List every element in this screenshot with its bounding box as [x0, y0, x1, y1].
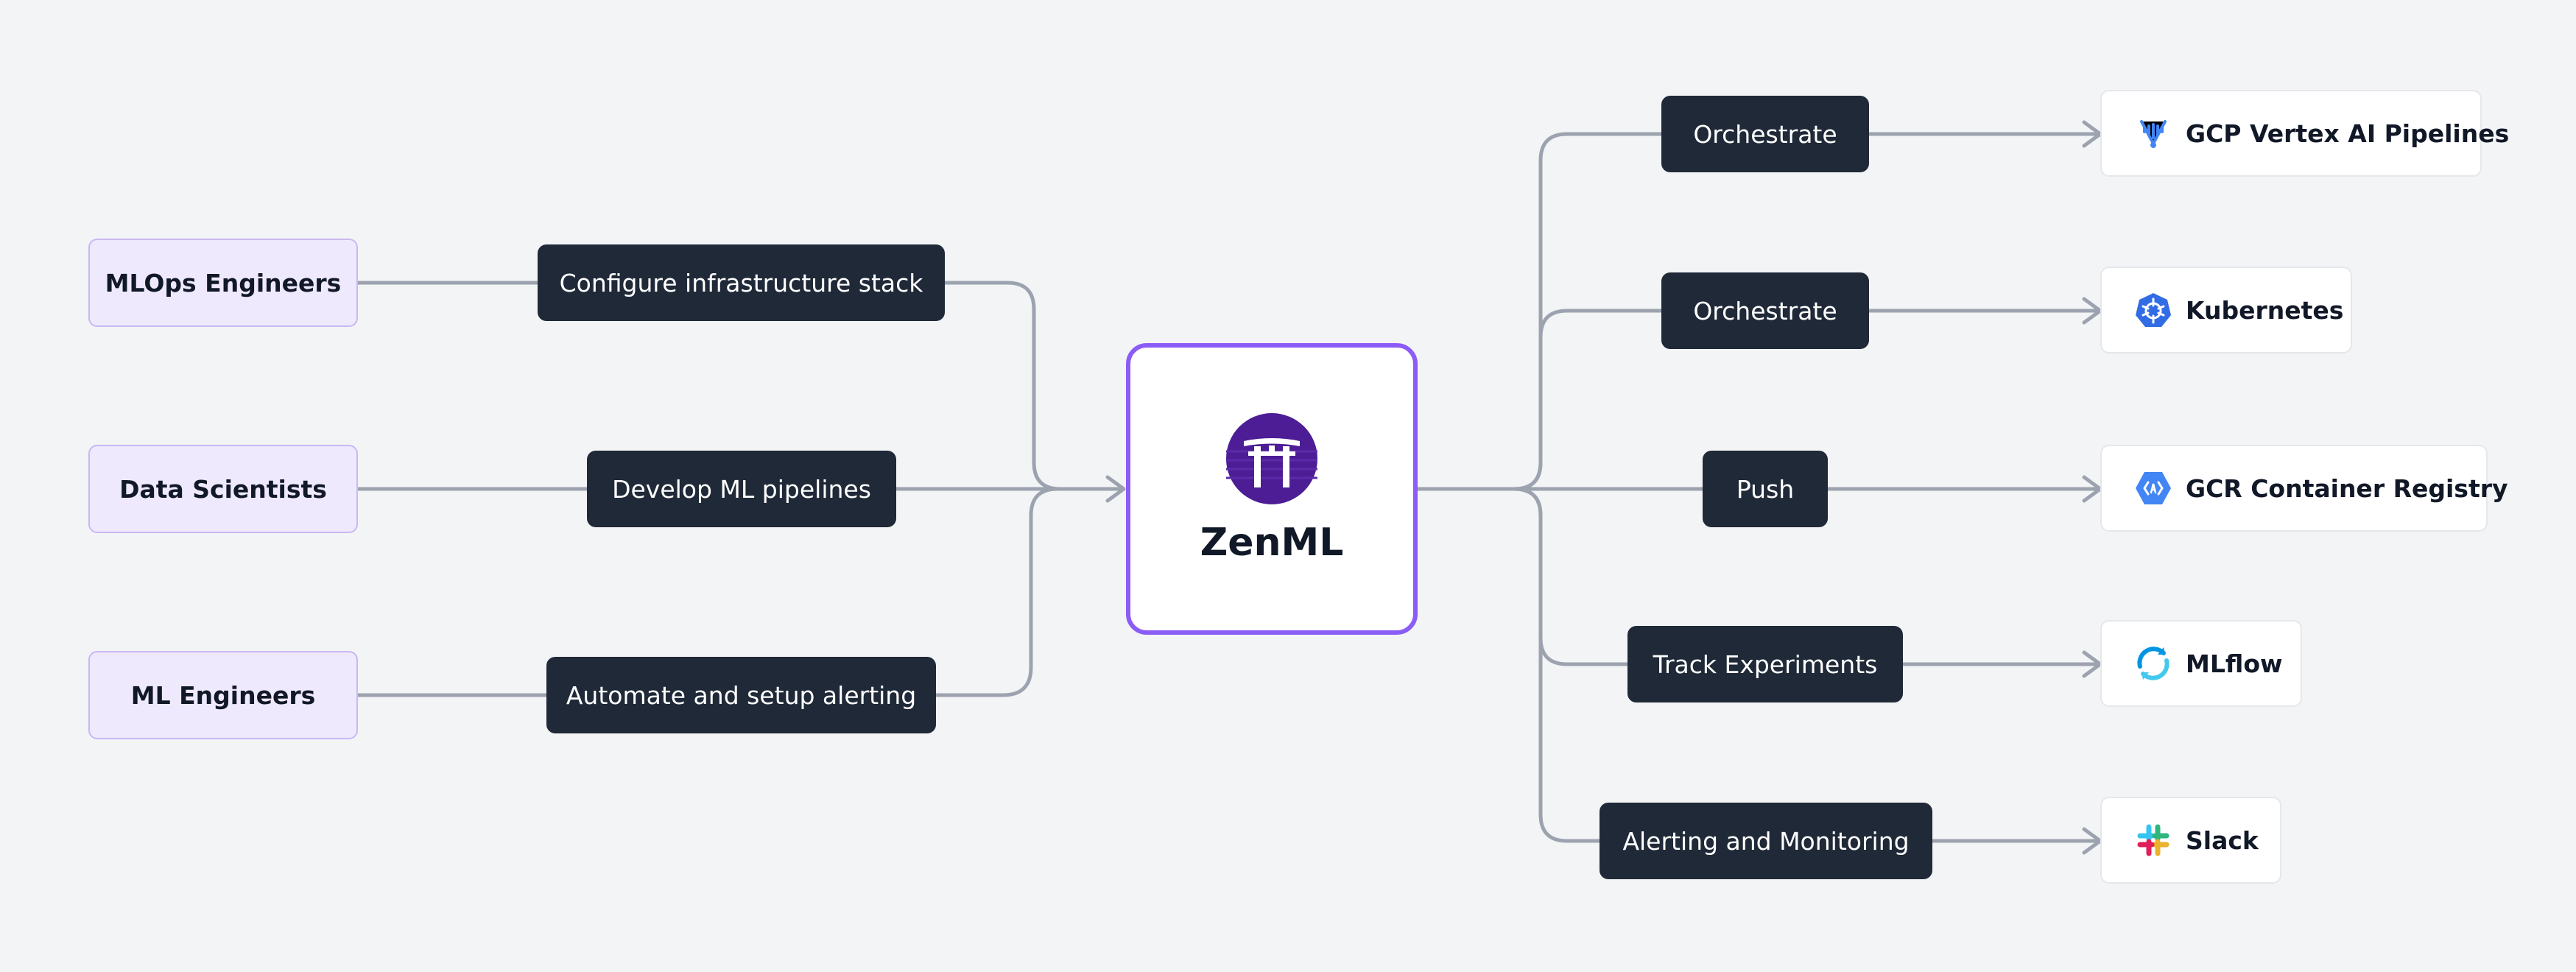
- hub-arrowhead: [1105, 475, 1126, 503]
- action-track-experiments: Track Experiments: [1627, 626, 1903, 702]
- tool-gcr-container-registry: GCR Container Registry: [2100, 445, 2508, 532]
- connector-input-3: [934, 487, 1122, 697]
- role-label: ML Engineers: [130, 680, 316, 710]
- connector-output-4: [1512, 487, 1630, 666]
- kubernetes-icon: [2134, 291, 2172, 329]
- action-label: Develop ML pipelines: [612, 474, 871, 504]
- action-automate-and-setup-alerting: Automate and setup alerting: [546, 657, 936, 733]
- tool-kubernetes: Kubernetes: [2100, 267, 2352, 353]
- action-develop-ml-pipelines: Develop ML pipelines: [587, 451, 896, 527]
- connector-output-2: [1512, 309, 1664, 491]
- role-label: MLOps Engineers: [105, 268, 342, 297]
- action-label: Configure infrastructure stack: [559, 268, 923, 297]
- vertex-ai-icon: [2134, 114, 2172, 152]
- role-label: Data Scientists: [119, 474, 327, 504]
- hub-title: ZenML: [1200, 521, 1344, 565]
- zenml-torii-logo: [1226, 413, 1317, 504]
- tool-label: GCP Vertex AI Pipelines: [2186, 119, 2510, 148]
- role-data-scientists: Data Scientists: [88, 445, 358, 533]
- tool-label: GCR Container Registry: [2186, 473, 2508, 503]
- zenml-hub: ZenML: [1126, 343, 1418, 635]
- role-mlops-engineers: MLOps Engineers: [88, 239, 358, 327]
- tool-mlflow: MLflow: [2100, 620, 2302, 707]
- action-label: Automate and setup alerting: [566, 680, 917, 710]
- action-label: Push: [1736, 474, 1795, 504]
- action-label: Alerting and Monitoring: [1622, 826, 1910, 856]
- tool-label: MLflow: [2186, 649, 2283, 678]
- action-orchestrate-vertex: Orchestrate: [1661, 96, 1869, 172]
- connector-input-1: [943, 281, 1122, 491]
- action-label: Orchestrate: [1693, 296, 1837, 325]
- connector-output-5: [1512, 487, 1602, 843]
- action-orchestrate-kubernetes: Orchestrate: [1661, 272, 1869, 349]
- tool-gcp-vertex-ai-pipelines: GCP Vertex AI Pipelines: [2100, 90, 2509, 177]
- tool-label: Slack: [2186, 825, 2259, 855]
- action-alerting-and-monitoring: Alerting and Monitoring: [1600, 803, 1932, 879]
- gcr-icon: [2134, 469, 2172, 507]
- action-push: Push: [1703, 451, 1828, 527]
- tool-label: Kubernetes: [2186, 295, 2344, 325]
- action-label: Orchestrate: [1693, 119, 1837, 149]
- action-label: Track Experiments: [1653, 649, 1878, 679]
- slack-icon: [2134, 821, 2172, 859]
- action-configure-infrastructure-stack: Configure infrastructure stack: [538, 244, 945, 321]
- tool-slack: Slack: [2100, 797, 2281, 884]
- role-ml-engineers: ML Engineers: [88, 651, 358, 739]
- mlflow-icon: [2134, 644, 2172, 683]
